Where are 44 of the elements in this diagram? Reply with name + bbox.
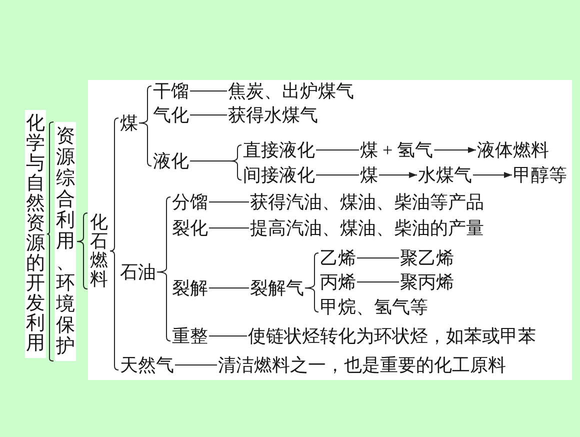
fuel-label: 石油 — [120, 263, 156, 281]
connector-line — [190, 114, 228, 116]
topic-label: 化学与自然资源的开发利用 — [25, 110, 46, 358]
substance-label: 煤 — [360, 166, 378, 184]
substance-label: 水煤气 — [418, 166, 472, 184]
arrow — [378, 172, 418, 178]
subtopic-label: 资源综合利用、环境保护 — [55, 122, 76, 361]
brace-connector — [110, 118, 119, 370]
connector-line — [174, 364, 218, 366]
connector-line — [316, 174, 360, 176]
substance-label: 甲醇等 — [513, 166, 567, 184]
result-text: 使链状烃转化为环状烃，如苯或甲苯 — [248, 327, 536, 345]
fuel-label: 煤 — [120, 114, 138, 132]
substance-label: 煤 + 氢气 — [360, 141, 434, 159]
brace-connector — [304, 252, 319, 312]
category-label: 化石燃料 — [89, 213, 109, 289]
result-text: 获得汽油、煤油、柴油等产品 — [250, 193, 484, 211]
substance-label: 丙烯 — [320, 273, 356, 291]
arrow — [472, 172, 512, 178]
result-text: 焦炭、出炉煤气 — [228, 82, 354, 100]
brace-connector — [156, 196, 171, 342]
substance-label: 液体燃料 — [477, 141, 549, 159]
process-label: 裂解 — [172, 279, 208, 297]
arrow — [434, 147, 476, 153]
brace-connector — [190, 144, 242, 180]
result-text: 获得水煤气 — [228, 106, 318, 124]
substance-label: 裂解气 — [250, 279, 304, 297]
brace-connector — [138, 86, 152, 166]
method-label: 直接液化 — [243, 141, 315, 159]
polymer-label: 聚乙烯 — [400, 249, 454, 267]
result-text: 清洁燃料之一，也是重要的化工原料 — [218, 356, 506, 374]
method-label: 间接液化 — [243, 166, 315, 184]
process-label: 液化 — [153, 152, 189, 170]
process-label: 分馏 — [172, 193, 208, 211]
process-label: 重整 — [172, 327, 208, 345]
polymer-label: 聚丙烯 — [400, 273, 454, 291]
process-label: 裂化 — [172, 219, 208, 237]
fuel-label: 天然气 — [120, 356, 174, 374]
process-label: 干馏 — [153, 82, 189, 100]
process-label: 气化 — [153, 106, 189, 124]
connector-line — [190, 90, 228, 92]
result-text: 提高汽油、煤油、柴油的产量 — [250, 219, 484, 237]
substance-label: 甲烷、氢气等 — [320, 298, 428, 316]
substance-label: 乙烯 — [320, 249, 356, 267]
